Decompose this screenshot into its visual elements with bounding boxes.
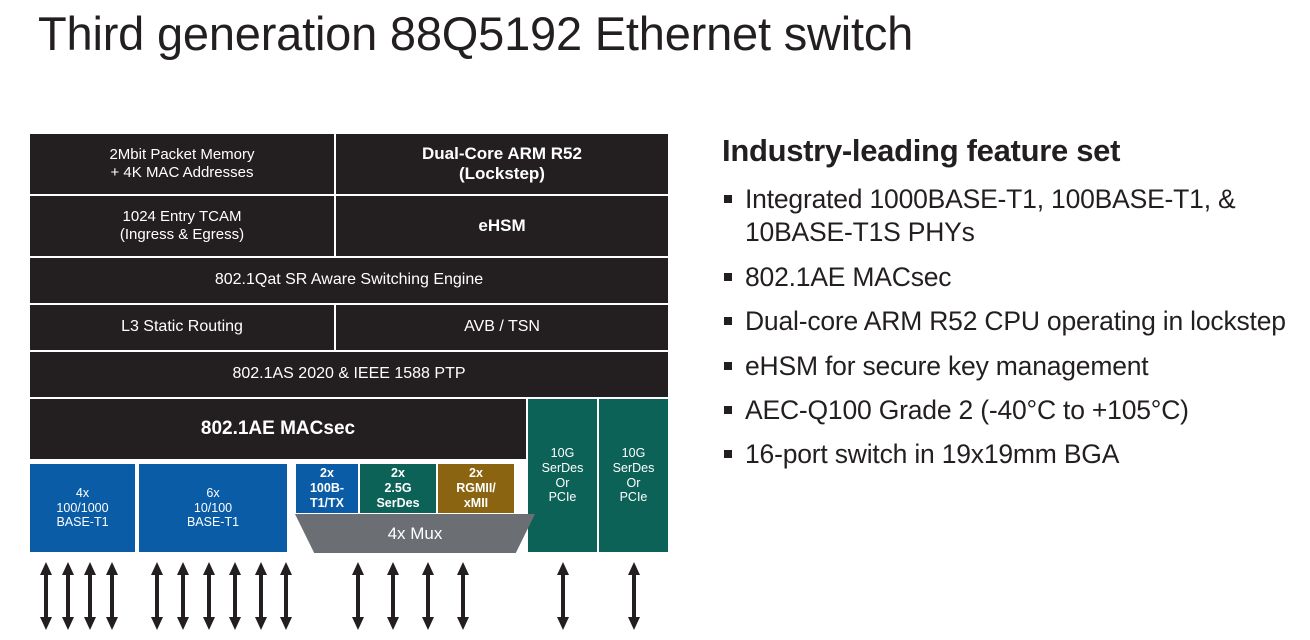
port-6x-10-100-base-t1: 6x 10/100 BASE-T1: [138, 463, 288, 553]
feature-list: Integrated 1000BASE-T1, 100BASE-T1, & 10…: [722, 183, 1302, 472]
block-tcam-line1: 1024 Entry TCAM: [122, 208, 242, 226]
port-2-5g-line3: SerDes: [376, 495, 420, 510]
arrows-serdes-block-2: [627, 562, 641, 630]
serdes-block-1-line1: 10G: [550, 446, 575, 460]
block-ehsm-label: eHSM: [478, 215, 526, 235]
block-macsec: 802.1AE MACsec: [29, 398, 527, 460]
block-l3-static-routing: L3 Static Routing: [29, 304, 335, 351]
mux-block: 4x Mux: [295, 514, 535, 553]
block-ehsm: eHSM: [335, 195, 669, 257]
block-dual-core-arm-r52: Dual-Core ARM R52 (Lockstep): [335, 133, 669, 195]
bullet-square-icon: [724, 317, 732, 326]
serdes-block-1-line3: Or: [555, 475, 570, 490]
feature-item-label: 16-port switch in 19x19mm BGA: [745, 439, 1120, 470]
feature-item-label: Dual-core ARM R52 CPU operating in locks…: [745, 306, 1286, 337]
arrows-mux: [386, 562, 400, 630]
arrows-port-4x: [39, 562, 53, 630]
arrows-serdes-block-1: [556, 562, 570, 630]
port-4x-line3: BASE-T1: [56, 515, 109, 530]
feature-item-label: eHSM for secure key management: [745, 350, 1149, 381]
block-diagram: 2Mbit Packet Memory + 4K MAC Addresses D…: [29, 133, 669, 553]
feature-item: 16-port switch in 19x19mm BGA: [722, 438, 1302, 471]
port-100b-line2: 100B-: [309, 481, 345, 496]
arrows-mux: [456, 562, 470, 630]
arrows-port-6x: [202, 562, 216, 630]
serdes-block-1: 10G SerDes Or PCIe: [527, 398, 598, 553]
serdes-block-2-line2: SerDes: [612, 460, 655, 475]
arrows-port-6x: [150, 562, 164, 630]
serdes-block-2-line1: 10G: [621, 446, 646, 460]
bullet-square-icon: [724, 361, 732, 370]
feature-item: AEC-Q100 Grade 2 (-40°C to +105°C): [722, 394, 1302, 427]
arrows-mux: [351, 562, 365, 630]
page-title: Third generation 88Q5192 Ethernet switch: [38, 7, 914, 60]
port-rgmii-line1: 2x: [469, 466, 483, 481]
port-rgmii-line3: xMII: [463, 495, 489, 510]
block-switching-engine: 802.1Qat SR Aware Switching Engine: [29, 257, 669, 304]
block-dual-core-arm-r52-line1: Dual-Core ARM R52: [422, 143, 582, 163]
block-ptp: 802.1AS 2020 & IEEE 1588 PTP: [29, 351, 669, 398]
port-2-5g-line2: 2.5G: [384, 481, 412, 496]
block-l3-static-routing-label: L3 Static Routing: [121, 318, 243, 336]
block-dual-core-arm-r52-line2: (Lockstep): [459, 164, 545, 183]
serdes-block-2-line4: PCIe: [619, 490, 648, 505]
port-rgmii-line2: RGMII/: [456, 481, 496, 496]
port-2x-100b-t1-tx: 2x 100B- T1/TX: [295, 463, 359, 514]
feature-item-label: AEC-Q100 Grade 2 (-40°C to +105°C): [745, 394, 1189, 425]
feature-item: 802.1AE MACsec: [722, 261, 1302, 294]
arrows-mux: [421, 562, 435, 630]
feature-item: Dual-core ARM R52 CPU operating in locks…: [722, 305, 1302, 338]
feature-item: eHSM for secure key management: [722, 350, 1302, 383]
feature-panel: Industry-leading feature set Integrated …: [722, 133, 1302, 483]
feature-item-label: 802.1AE MACsec: [745, 261, 952, 292]
feature-heading: Industry-leading feature set: [722, 133, 1121, 168]
port-100b-line3: T1/TX: [309, 495, 345, 510]
mux-label: 4x Mux: [387, 523, 443, 543]
port-arrow-row: [29, 562, 679, 634]
arrows-port-6x: [279, 562, 293, 630]
arrows-port-6x: [228, 562, 242, 630]
port-6x-line2: 10/100: [193, 500, 233, 515]
block-ptp-label: 802.1AS 2020 & IEEE 1588 PTP: [232, 365, 466, 383]
block-avb-tsn: AVB / TSN: [335, 304, 669, 351]
serdes-block-2: 10G SerDes Or PCIe: [598, 398, 669, 553]
port-2x-rgmii-xmii: 2x RGMII/ xMII: [437, 463, 515, 514]
feature-item: Integrated 1000BASE-T1, 100BASE-T1, & 10…: [722, 183, 1302, 250]
feature-item-label: Integrated 1000BASE-T1, 100BASE-T1, & 10…: [745, 184, 1236, 248]
port-2-5g-line1: 2x: [391, 466, 405, 481]
port-6x-line3: BASE-T1: [186, 515, 240, 530]
port-4x-line2: 100/1000: [56, 500, 109, 515]
block-macsec-label: 802.1AE MACsec: [200, 417, 356, 439]
bullet-square-icon: [724, 195, 732, 203]
block-tcam: 1024 Entry TCAM (Ingress & Egress): [29, 195, 335, 257]
serdes-block-2-line3: Or: [626, 475, 641, 490]
bullet-square-icon: [724, 405, 732, 414]
block-packet-memory-line2: + 4K MAC Addresses: [110, 164, 254, 181]
block-packet-memory-line1: 2Mbit Packet Memory: [109, 146, 255, 164]
port-2x-2-5g-serdes: 2x 2.5G SerDes: [359, 463, 437, 514]
block-avb-tsn-label: AVB / TSN: [464, 318, 540, 336]
arrows-port-4x: [83, 562, 97, 630]
port-6x-line1: 6x: [206, 485, 220, 500]
arrows-port-4x: [61, 562, 75, 630]
arrows-port-6x: [254, 562, 268, 630]
arrows-port-6x: [176, 562, 190, 630]
bullet-square-icon: [724, 272, 732, 281]
block-packet-memory: 2Mbit Packet Memory + 4K MAC Addresses: [29, 133, 335, 195]
port-4x-line1: 4x: [75, 485, 90, 500]
arrows-port-4x: [105, 562, 119, 630]
port-4x-100-1000-base-t1: 4x 100/1000 BASE-T1: [29, 463, 136, 553]
serdes-block-1-line4: PCIe: [548, 490, 577, 505]
block-tcam-line2: (Ingress & Egress): [119, 226, 245, 243]
serdes-block-1-line2: SerDes: [541, 460, 584, 475]
port-100b-line1: 2x: [320, 466, 334, 481]
bullet-square-icon: [724, 450, 732, 459]
block-switching-engine-label: 802.1Qat SR Aware Switching Engine: [214, 271, 484, 289]
